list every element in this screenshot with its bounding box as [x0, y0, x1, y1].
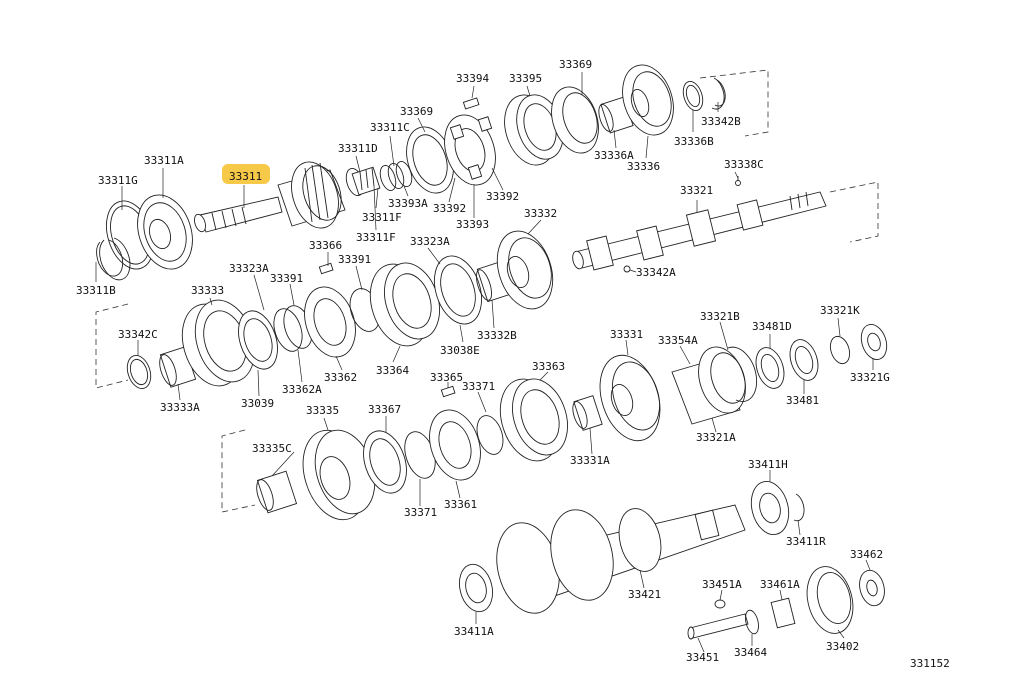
reverse-gear-group — [256, 324, 888, 521]
part-label-33321[interactable]: 33321 — [680, 184, 713, 197]
part-label-33323A-a[interactable]: 33323A — [410, 235, 450, 248]
part-label-33335[interactable]: 33335 — [306, 404, 339, 417]
part-label-33391-b[interactable]: 33391 — [270, 272, 303, 285]
part-label-33311F-a[interactable]: 33311F — [362, 211, 402, 224]
part-label-33311B[interactable]: 33311B — [76, 284, 116, 297]
part-label-33311D[interactable]: 33311D — [338, 142, 378, 155]
leader-lines — [95, 72, 874, 653]
part-label-33461A[interactable]: 33461A — [760, 578, 800, 591]
highlighted-part-marker — [222, 164, 270, 184]
part-label-33321G[interactable]: 33321G — [850, 371, 890, 384]
part-label-33411A[interactable]: 33411A — [454, 625, 494, 638]
counter-gear-group — [458, 480, 885, 640]
part-label-33311[interactable]: 33311 — [229, 170, 262, 183]
part-label-33336A[interactable]: 33336A — [594, 149, 634, 162]
part-label-33342A[interactable]: 33342A — [636, 266, 676, 279]
part-label-33321B[interactable]: 33321B — [700, 310, 740, 323]
part-label-33333[interactable]: 33333 — [191, 284, 224, 297]
input-shaft-group — [96, 64, 726, 281]
part-label-33392-a[interactable]: 33392 — [433, 202, 466, 215]
part-label-33335C[interactable]: 33335C — [252, 442, 292, 455]
part-label-33395[interactable]: 33395 — [509, 72, 542, 85]
part-label-33363[interactable]: 33363 — [532, 360, 565, 373]
part-label-33393A[interactable]: 33393A — [388, 197, 428, 210]
part-label-33371-b[interactable]: 33371 — [404, 506, 437, 519]
part-label-33332[interactable]: 33332 — [524, 207, 557, 220]
part-label-33038E[interactable]: 33038E — [440, 344, 480, 357]
part-label-33394[interactable]: 33394 — [456, 72, 489, 85]
assembly-boundaries — [95, 69, 879, 513]
part-label-33411H[interactable]: 33411H — [748, 458, 788, 471]
part-label-33331[interactable]: 33331 — [610, 328, 643, 341]
part-label-33321A[interactable]: 33321A — [696, 431, 736, 444]
part-label-33451A[interactable]: 33451A — [702, 578, 742, 591]
part-label-33392-b[interactable]: 33392 — [486, 190, 519, 203]
part-label-33366[interactable]: 33366 — [309, 239, 342, 252]
part-label-33481D[interactable]: 33481D — [752, 320, 792, 333]
part-label-33333A[interactable]: 33333A — [160, 401, 200, 414]
part-label-33371-a[interactable]: 33371 — [462, 380, 495, 393]
part-label-33332B[interactable]: 33332B — [477, 329, 517, 342]
part-label-33464[interactable]: 33464 — [734, 646, 767, 659]
part-label-33367[interactable]: 33367 — [368, 403, 401, 416]
part-label-33336[interactable]: 33336 — [627, 160, 660, 173]
part-label-33364[interactable]: 33364 — [376, 364, 409, 377]
part-label-33481[interactable]: 33481 — [786, 394, 819, 407]
part-label-33336B[interactable]: 33336B — [674, 135, 714, 148]
part-labels[interactable]: 33311 33311A 33311G 33311B 33311D 33311C… — [76, 58, 890, 664]
part-label-33362A[interactable]: 33362A — [282, 383, 322, 396]
part-label-33311C[interactable]: 33311C — [370, 121, 410, 134]
part-label-33365[interactable]: 33365 — [430, 371, 463, 384]
part-label-33311A[interactable]: 33311A — [144, 154, 184, 167]
part-label-33039[interactable]: 33039 — [241, 397, 274, 410]
middle-gear-group — [126, 230, 554, 389]
part-label-33451[interactable]: 33451 — [686, 651, 719, 664]
part-label-33321K[interactable]: 33321K — [820, 304, 860, 317]
part-label-33462[interactable]: 33462 — [850, 548, 883, 561]
part-label-33311F-b[interactable]: 33311F — [356, 231, 396, 244]
part-label-33361[interactable]: 33361 — [444, 498, 477, 511]
part-label-33402[interactable]: 33402 — [826, 640, 859, 653]
part-label-33311G[interactable]: 33311G — [98, 174, 138, 187]
part-label-33331A[interactable]: 33331A — [570, 454, 610, 467]
part-label-33369-a[interactable]: 33369 — [400, 105, 433, 118]
part-label-33369-b[interactable]: 33369 — [559, 58, 592, 71]
part-label-33342B[interactable]: 33342B — [701, 115, 741, 128]
part-label-33354A[interactable]: 33354A — [658, 334, 698, 347]
part-label-33411R[interactable]: 33411R — [786, 535, 826, 548]
output-shaft-group — [572, 176, 827, 273]
part-label-33391-a[interactable]: 33391 — [338, 253, 371, 266]
part-label-33362[interactable]: 33362 — [324, 371, 357, 384]
diagram-code: 331152 — [910, 657, 950, 670]
part-label-33342C[interactable]: 33342C — [118, 328, 158, 341]
part-label-33323A-b[interactable]: 33323A — [229, 262, 269, 275]
part-label-33393[interactable]: 33393 — [456, 218, 489, 231]
part-label-33338C[interactable]: 33338C — [724, 158, 764, 171]
part-label-33421[interactable]: 33421 — [628, 588, 661, 601]
